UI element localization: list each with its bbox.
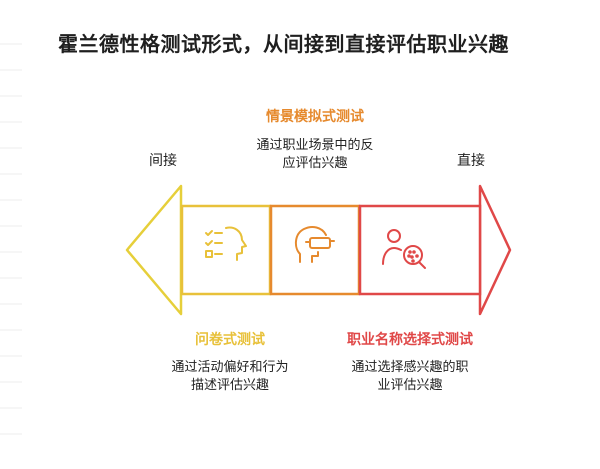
vr-headset-head-icon — [294, 226, 335, 263]
method-desc-occupation-choice-line1: 通过选择感兴趣的职 — [351, 360, 469, 375]
page-title: 霍兰德性格测试形式，从间接到直接评估职业兴趣 — [58, 32, 509, 56]
method-name-questionnaire: 问卷式测试 — [195, 332, 265, 348]
end-label-indirect: 间接 — [149, 153, 177, 169]
method-name-occupation-choice: 职业名称选择式测试 — [347, 332, 473, 348]
method-name-simulation: 情景模拟式测试 — [266, 109, 364, 125]
method-desc-questionnaire-line1: 通过活动偏好和行为 — [171, 360, 289, 375]
method-desc-simulation-line2: 应评估兴趣 — [282, 156, 348, 171]
method-desc-simulation-line1: 通过职业场景中的反 — [256, 138, 374, 153]
segment-simulation — [269, 204, 361, 296]
checklist-head-icon — [205, 226, 247, 261]
right-arrowhead — [478, 184, 512, 316]
end-label-direct: 直接 — [457, 153, 485, 169]
method-desc-questionnaire-line2: 描述评估兴趣 — [190, 378, 269, 393]
person-magnifier-icon — [382, 229, 426, 269]
left-margin-rules — [0, 43, 22, 435]
left-arrowhead — [125, 184, 183, 316]
method-desc-occupation-choice-line2: 业评估兴趣 — [377, 378, 443, 393]
segment-questionnaire — [180, 204, 272, 296]
